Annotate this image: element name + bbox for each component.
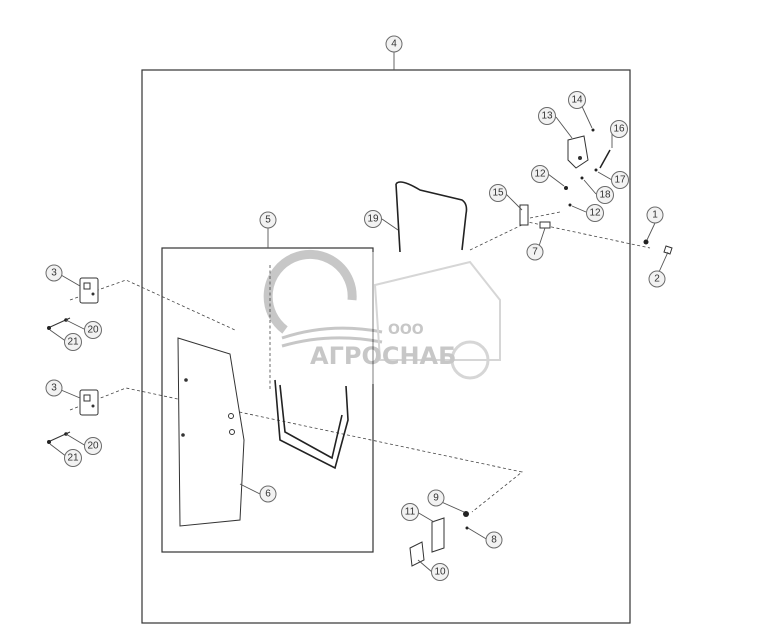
svg-text:3: 3 <box>51 268 57 279</box>
callout-8: 8 <box>485 531 503 549</box>
svg-text:15: 15 <box>492 188 504 199</box>
callout-9: 9 <box>427 489 445 507</box>
svg-text:6: 6 <box>265 489 271 500</box>
svg-text:1: 1 <box>652 210 658 221</box>
assembly-frame <box>141 69 631 624</box>
callout-17: 17 <box>611 171 629 189</box>
callout-12-upper: 12 <box>531 165 549 183</box>
callout-21-lower: 21 <box>64 449 82 467</box>
callout-10: 10 <box>431 563 449 581</box>
svg-text:13: 13 <box>541 111 553 122</box>
svg-text:21: 21 <box>67 453 79 464</box>
hinge-lower <box>79 389 99 416</box>
svg-text:18: 18 <box>599 190 611 201</box>
callout-20-upper: 20 <box>84 321 102 339</box>
door-glass-panel <box>177 337 245 527</box>
svg-text:17: 17 <box>614 175 626 186</box>
callout-15: 15 <box>489 184 507 202</box>
svg-text:7: 7 <box>532 247 538 258</box>
door-seal <box>395 181 468 253</box>
svg-text:14: 14 <box>571 95 583 106</box>
callout-5: 5 <box>259 211 277 229</box>
fasteners-lower <box>47 431 71 444</box>
watermark-logo: ООО АГРОСНАБ <box>248 249 536 384</box>
svg-text:9: 9 <box>433 493 439 504</box>
callout-6: 6 <box>259 485 277 503</box>
svg-text:10: 10 <box>434 567 446 578</box>
svg-text:5: 5 <box>265 215 271 226</box>
svg-text:4: 4 <box>391 39 397 50</box>
callout-11: 11 <box>401 503 419 521</box>
callout-2: 2 <box>648 270 666 288</box>
svg-text:19: 19 <box>367 214 379 225</box>
watermark-name: АГРОСНАБ <box>310 342 456 370</box>
svg-text:2: 2 <box>654 274 660 285</box>
callout-4: 4 <box>385 35 403 53</box>
svg-text:16: 16 <box>613 124 625 135</box>
callout-3-lower: 3 <box>45 379 63 397</box>
latch-assembly <box>519 128 673 255</box>
svg-text:20: 20 <box>87 325 99 336</box>
callout-3-upper: 3 <box>45 264 63 282</box>
handle-assembly <box>409 511 469 567</box>
callout-7: 7 <box>526 243 544 261</box>
callout-16: 16 <box>610 120 628 138</box>
watermark-prefix: ООО <box>388 322 424 338</box>
hinge-upper <box>79 277 99 304</box>
callout-20-lower: 20 <box>84 437 102 455</box>
door-frame <box>274 379 349 470</box>
svg-text:8: 8 <box>491 535 497 546</box>
svg-text:11: 11 <box>405 507 416 518</box>
svg-text:12: 12 <box>534 169 546 180</box>
svg-text:12: 12 <box>589 208 601 219</box>
svg-text:21: 21 <box>67 337 79 348</box>
callout-18: 18 <box>596 186 614 204</box>
callout-1: 1 <box>646 206 664 224</box>
svg-text:20: 20 <box>87 441 99 452</box>
callout-12-lower: 12 <box>586 204 604 222</box>
door-subassembly-frame <box>161 247 374 553</box>
callout-21-upper: 21 <box>64 333 82 351</box>
callout-14: 14 <box>568 91 586 109</box>
callout-19: 19 <box>364 210 382 228</box>
callout-13: 13 <box>538 107 556 125</box>
svg-text:3: 3 <box>51 383 57 394</box>
